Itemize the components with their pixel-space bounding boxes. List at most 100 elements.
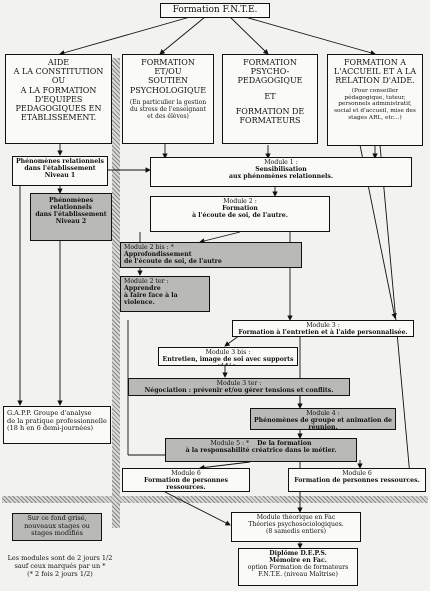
module-3-box: Module 3 : Formation à l'entretien et à … [232, 320, 414, 337]
module-head: Module 3 bis : [205, 349, 251, 356]
column-line: SOUTIEN [147, 76, 189, 86]
module-head: Module 3 : [306, 322, 340, 329]
column-line: PEDAGOGIQUE [237, 76, 303, 86]
column-line: ETABLISSEMENT. [20, 113, 97, 123]
column-detail: social et d'accueil, mise des [334, 108, 416, 115]
module-line: Formation [222, 205, 258, 213]
column-line: L'ACCUEIL ET A LA [333, 67, 417, 77]
module-line: option Formation de formateurs [247, 564, 349, 572]
module-line: Apprendre [124, 285, 161, 293]
module-5-box: Module 5 : * De la formation à la respon… [165, 438, 357, 462]
module-line: aux phénomènes relationnels. [228, 173, 334, 181]
column-line: A LA CONSTITUTION [13, 67, 104, 77]
module-line: Niveau 2 [55, 218, 87, 226]
module-5-head: Module 5 : * [210, 440, 250, 447]
phenomenes-niveau-1-box: Phénomènes relationnels dans l'établisse… [12, 156, 108, 186]
title-box: Formation F.N.T.E. [160, 3, 270, 18]
module-4-box: Module 4 : Phénomènes de groupe et anima… [250, 408, 396, 430]
column-detail: (En particulier la gestion [129, 98, 207, 106]
column-line: PSYCHOLOGIQUE [129, 85, 207, 95]
module-line: Niveau 1 [44, 172, 76, 180]
module-head: Module 3 ter : [216, 380, 262, 387]
module-head: Module 5 : * De la formation [169, 440, 353, 447]
module-head: Module 2 bis : * [124, 244, 174, 251]
diplome-deps-box: Diplôme D.E.P.S. Mémoire en Fac. option … [238, 548, 358, 586]
module-line: Théories psychosociologiques. [248, 521, 344, 529]
column-detail: pédagogique, tuteur, [344, 94, 406, 101]
gapp-box: G.A.P.P. Groupe d'analyse de la pratique… [3, 406, 111, 444]
phenomenes-niveau-2-box: Phénomènes relationnels dans l'établisse… [30, 193, 112, 241]
module-head: Module 4 : [306, 410, 340, 417]
column-line: RELATION D'AIDE. [335, 76, 415, 86]
module-line: Sensibilisation [255, 166, 307, 174]
column-detail: et des élèves) [147, 113, 189, 121]
module-3-ter-box: Module 3 ter : Négociation : prévenir et… [128, 378, 350, 396]
hatched-band-left-column [112, 58, 120, 528]
module-head: Module 2 ter : [124, 278, 169, 285]
module-line: Formation de personnes ressources. [294, 477, 420, 485]
module-line: Entretien, image de soi avec supports vi… [162, 356, 294, 365]
module-line: à faire face à la violence. [124, 292, 178, 307]
module-line: Phénomènes [48, 197, 94, 204]
column-line: D'EQUIPES [34, 94, 83, 104]
column-line: AIDE [47, 58, 70, 67]
column-detail: personnels administratif, [338, 101, 412, 108]
module-5-first-line: De la formation [257, 440, 312, 447]
module-6-right-box: Module 6 Formation de personnes ressourc… [288, 468, 426, 492]
column-line: A LA FORMATION [20, 85, 97, 95]
module-line: dans l'établissement [24, 165, 96, 173]
legend-line: stages modifiés [31, 529, 83, 538]
module-line: Phénomènes relationnels [16, 158, 104, 165]
column-detail: du stress de l'enseignant [130, 105, 206, 113]
module-line: Approfondissement [124, 251, 192, 259]
column-accueil-relation-aide: FORMATION A L'ACCUEIL ET A LA RELATION D… [327, 54, 423, 146]
module-line: (18 h en 6 demi-journées) [7, 424, 94, 433]
title-text: Formation F.N.T.E. [172, 5, 258, 15]
module-line: G.A.P.P. Groupe d'analyse [7, 409, 92, 417]
module-line: Mémoire en Fac. [269, 557, 327, 565]
module-theorique-box: Module théorique en Fac Théories psychos… [231, 512, 361, 542]
column-line: FORMATION A [343, 58, 407, 67]
module-2-bis-box: Module 2 bis : * Approfondissement de l'… [120, 242, 302, 268]
column-detail: (Pour conseiller [351, 87, 399, 94]
column-detail: stages ARL, etc...) [348, 115, 402, 122]
legend-line: Sur ce fond grisé, [27, 514, 87, 522]
hatched-band-bottom [2, 496, 428, 503]
column-line: FORMATEURS [239, 115, 301, 125]
module-line: Négociation : prévenir et/ou gérer tensi… [144, 387, 334, 395]
footnote-line: sauf ceux marqués par un * [14, 561, 106, 570]
module-line: Diplôme D.E.P.S. [269, 550, 327, 557]
legend-line: nouveaux stages ou [24, 521, 90, 530]
module-line: de la pratique professionnelle [7, 416, 107, 425]
column-line: ET/OU [154, 67, 182, 77]
column-line: OU [51, 76, 66, 86]
footnote-line: (* 2 fois 2 jours 1/2) [27, 569, 93, 578]
module-head: Module 1 : [264, 159, 298, 166]
module-line: Module théorique en Fac [256, 514, 336, 521]
module-line: dans l'établissement [35, 211, 107, 219]
module-3-bis-box: Module 3 bis : Entretien, image de soi a… [158, 347, 298, 366]
column-line: ET [264, 91, 276, 101]
column-line: FORMATION [141, 58, 195, 67]
module-6-left-box: Module 6 Formation de personnes ressourc… [122, 468, 250, 492]
module-head: Module 2 : [223, 198, 257, 205]
module-line: relationnels [50, 204, 92, 212]
module-line: Formation à l'entretien et à l'aide pers… [238, 329, 408, 337]
column-soutien-psychologique: FORMATION ET/OU SOUTIEN PSYCHOLOGIQUE (E… [122, 54, 214, 144]
footnote: Les modules sont de 2 jours 1/2 sauf ceu… [4, 554, 116, 578]
module-head: Module 6 [171, 470, 201, 477]
column-aide-equipes: AIDE A LA CONSTITUTION OU A LA FORMATION… [5, 54, 112, 144]
column-line: PEDAGOGIQUES EN [15, 103, 102, 113]
column-psycho-pedagogique: FORMATION PSYCHO- PEDAGOGIQUE ET FORMATI… [222, 54, 318, 144]
footnote-line: Les modules sont de 2 jours 1/2 [7, 554, 113, 562]
module-line: à l'écoute de soi, de l'autre. [192, 212, 288, 220]
module-line: Formation de personnes ressources. [144, 477, 228, 492]
module-line: de l'écoute de soi, de l'autre [124, 258, 222, 266]
column-line: FORMATION DE [235, 106, 305, 116]
module-line: à la responsabilité créatrice dans le mé… [185, 447, 337, 455]
legend-gray-sample: Sur ce fond grisé, nouveaux stages ou st… [12, 513, 102, 541]
module-1-box: Module 1 : Sensibilisation aux phénomène… [150, 157, 412, 187]
module-2-box: Module 2 : Formation à l'écoute de soi, … [150, 196, 330, 232]
module-line: (8 samedis entiers) [265, 528, 327, 536]
module-line: Phénomènes de groupe et animation de réu… [254, 417, 392, 430]
